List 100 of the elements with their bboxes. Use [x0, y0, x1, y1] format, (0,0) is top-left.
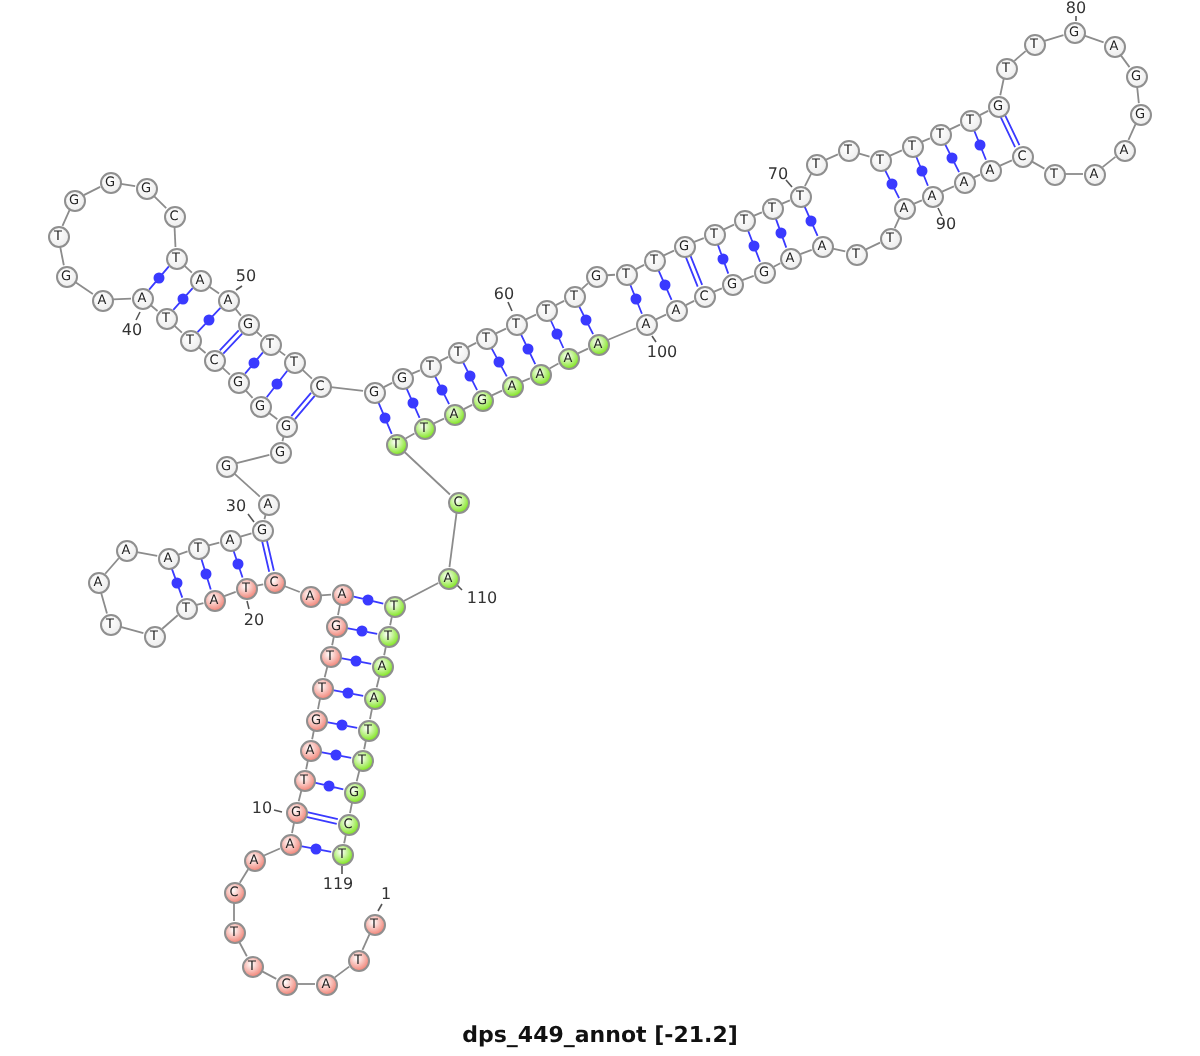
- backbone-line: [375, 675, 381, 689]
- base-pair-line: [747, 229, 761, 263]
- backbone-line: [663, 249, 675, 257]
- backbone-line: [235, 453, 271, 465]
- position-number: 20: [243, 611, 265, 629]
- backbone-line: [221, 366, 231, 376]
- base-pair-line: [244, 351, 264, 375]
- backbone-line: [606, 273, 616, 277]
- backbone-line: [135, 551, 159, 557]
- backbone-line: [74, 281, 94, 295]
- position-number: 30: [225, 497, 247, 515]
- backbone-line: [402, 582, 440, 602]
- base-pair-line: [200, 557, 212, 591]
- backbone-line: [448, 512, 458, 568]
- base-pair-line: [629, 283, 643, 315]
- backbone-line: [183, 264, 193, 274]
- backbone-line: [433, 417, 445, 425]
- position-number: 100: [646, 343, 678, 361]
- base-pair-line: [549, 319, 565, 349]
- backbone-line: [330, 386, 364, 392]
- base-pair-line: [803, 205, 819, 237]
- backbone-line: [355, 769, 361, 783]
- backbone-line: [889, 149, 903, 157]
- backbone-line: [281, 435, 285, 443]
- base-pair-line: [313, 780, 345, 792]
- base-pair-line: [170, 567, 184, 599]
- base-pair-line: [232, 549, 244, 579]
- backbone-line: [799, 248, 813, 256]
- base-pair-line: [325, 719, 359, 731]
- backbone-line: [831, 247, 847, 253]
- backbone-line: [577, 347, 589, 355]
- backbone-line: [949, 123, 961, 131]
- backbone-line: [581, 282, 589, 290]
- base-pair-line: [218, 329, 244, 355]
- base-pair-line: [351, 594, 385, 606]
- backbone-line: [61, 209, 71, 227]
- base-pair-line: [148, 265, 170, 291]
- base-pair-line: [999, 113, 1021, 148]
- backbone-line: [403, 450, 451, 496]
- base-pair-line: [196, 307, 222, 333]
- backbone-line: [741, 274, 755, 282]
- backbone-line: [59, 245, 65, 267]
- backbone-line: [999, 77, 1005, 97]
- backbone-line: [283, 585, 301, 593]
- backbone-line: [525, 313, 537, 321]
- base-pair-line: [462, 360, 478, 392]
- backbone-line: [693, 237, 705, 243]
- backbone-line: [104, 557, 120, 575]
- position-number: 10: [251, 799, 273, 817]
- backbone-line: [119, 182, 137, 188]
- backbone-line: [223, 590, 237, 598]
- base-pair-line: [299, 843, 333, 855]
- base-pair-line: [172, 287, 194, 311]
- backbone-line: [804, 172, 812, 188]
- position-number: 50: [235, 267, 257, 285]
- diagram-caption: dps_449_annot [-21.2]: [462, 1022, 738, 1048]
- backbone-line: [1101, 155, 1117, 169]
- base-pair-line: [319, 749, 353, 761]
- position-number: 110: [466, 589, 498, 607]
- backbone-line: [296, 983, 316, 985]
- backbone-line: [112, 297, 132, 301]
- position-number: 70: [767, 165, 789, 183]
- base-pair-line: [716, 243, 730, 275]
- backbone-line: [723, 223, 735, 231]
- backbone-line: [320, 593, 332, 597]
- position-number: 80: [1065, 0, 1087, 17]
- backbone-line: [173, 324, 183, 334]
- base-pair-line: [884, 168, 900, 200]
- backbone-line: [100, 591, 108, 615]
- position-number: 90: [935, 215, 957, 233]
- backbone-line: [119, 626, 145, 634]
- backbone-line: [999, 159, 1013, 167]
- base-pair-line: [377, 401, 393, 435]
- backbone-line: [1136, 86, 1140, 104]
- base-pair-line: [290, 391, 316, 421]
- backbone-line: [238, 868, 250, 884]
- base-pair-line: [345, 625, 379, 637]
- backbone-line: [323, 665, 329, 679]
- base-pair-line: [774, 217, 788, 249]
- backbone-line: [233, 902, 235, 922]
- base-pair-line: [305, 811, 339, 825]
- base-pair-line: [261, 539, 275, 573]
- backbone-line: [297, 789, 303, 803]
- backbone-line: [495, 327, 507, 335]
- base-pair-line: [519, 333, 537, 365]
- base-pair-line: [405, 387, 421, 419]
- base-pair-line: [684, 254, 704, 288]
- position-number: 60: [493, 285, 515, 303]
- backbone-line: [82, 186, 102, 196]
- base-pair-line: [973, 129, 987, 161]
- backbone-line: [1127, 123, 1137, 141]
- base-pair-line: [339, 655, 373, 667]
- backbone-line: [491, 389, 503, 397]
- backbone-line: [301, 368, 313, 380]
- base-pair-line: [578, 304, 594, 336]
- backbone-line: [607, 327, 637, 341]
- backbone-line: [152, 194, 168, 210]
- position-number: 119: [322, 875, 354, 893]
- base-pair-line: [915, 155, 929, 187]
- backbone-line: [263, 847, 281, 857]
